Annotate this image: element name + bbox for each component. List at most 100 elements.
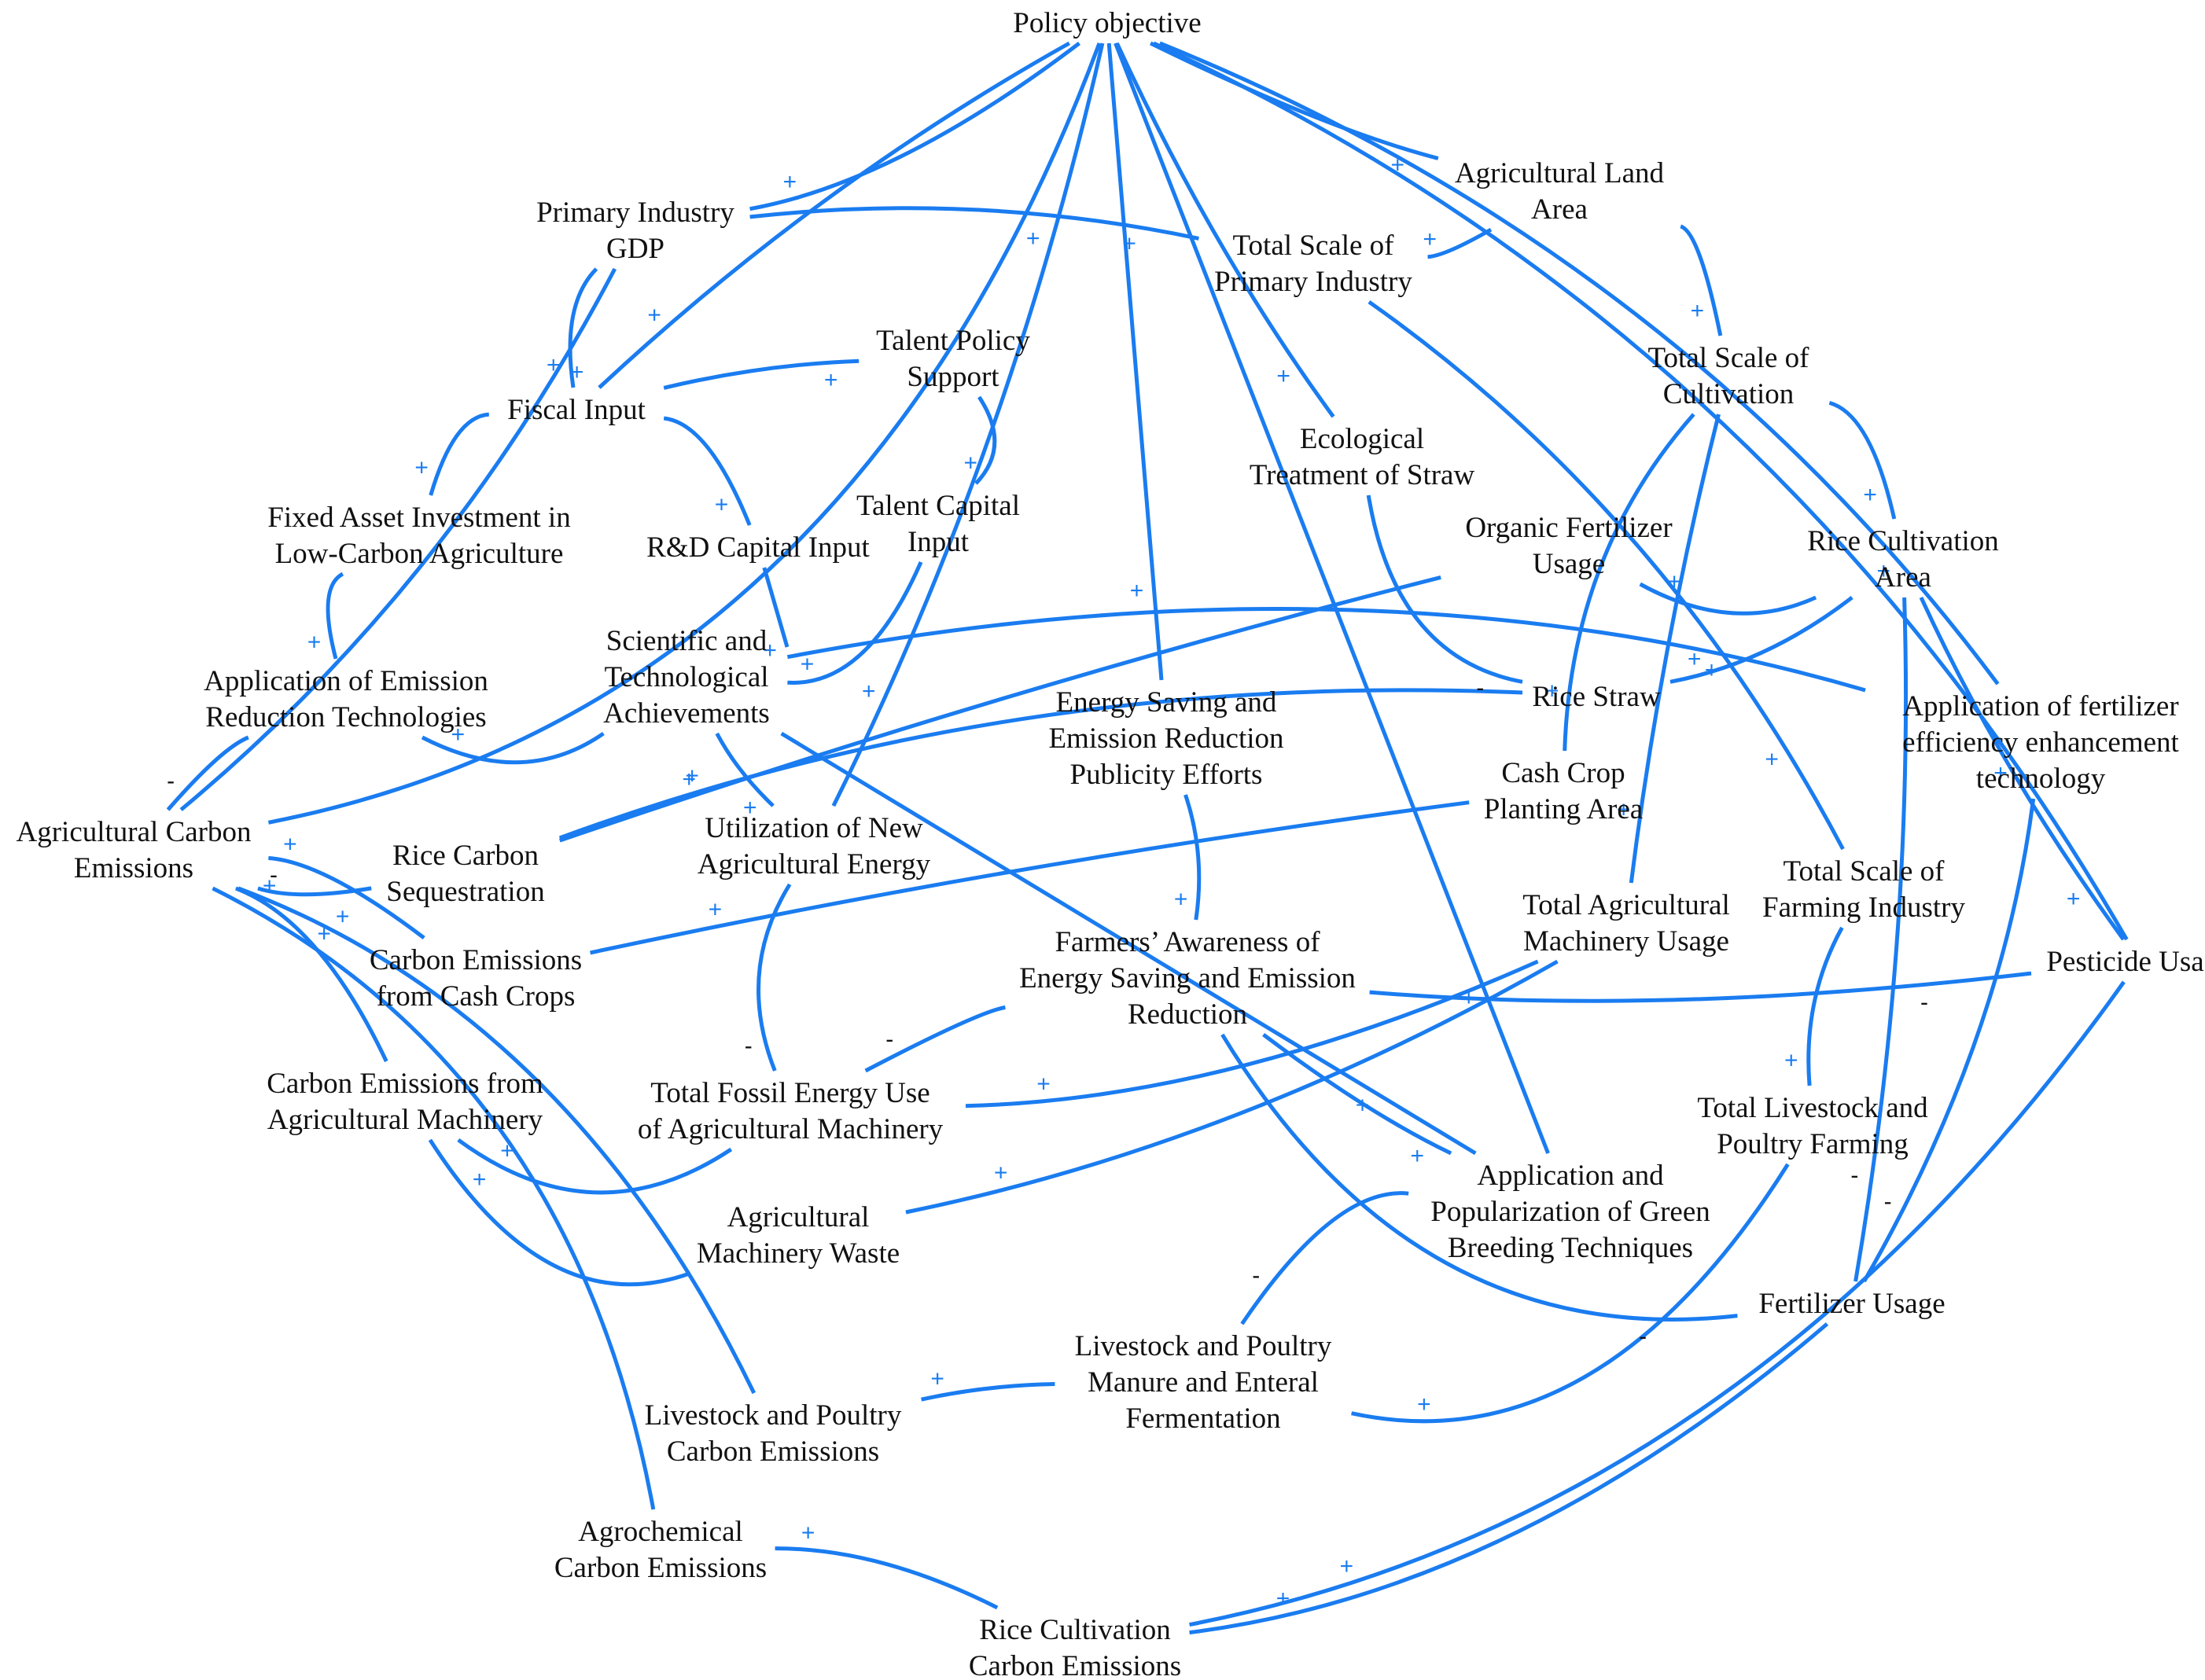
link-sci-tech-to-app-emission [421, 731, 605, 765]
node-label-line: Usage [1533, 548, 1605, 580]
polarity-label: + [964, 450, 978, 476]
polarity-label: + [1863, 482, 1877, 508]
svg-text:R&D Capital Input: R&D Capital Input [646, 531, 870, 564]
node-label-line: of Agricultural Machinery [638, 1113, 944, 1145]
link-rd-to-sci-tech [762, 567, 790, 648]
node-label-line: Total Scale of [1233, 230, 1395, 262]
node-label-line: R&D Capital Input [646, 531, 870, 564]
link-sci-tech-to-fert-eff [786, 607, 1866, 693]
polarity-label: - [1920, 990, 1928, 1016]
link-fiscal-to-talent-policy [663, 358, 860, 390]
polarity-label: + [824, 367, 838, 393]
link-total-scale-cult-to-rice-area [1828, 400, 1897, 520]
node-label-line: Fixed Asset Investment in [267, 502, 570, 534]
svg-text:Fertilizer Usage: Fertilizer Usage [1758, 1288, 1945, 1320]
polarity-label: + [1340, 1553, 1354, 1579]
polarity-label: + [283, 832, 297, 858]
link-policy-to-fiscal [598, 41, 1071, 389]
node-label-line: Livestock and Poultry [645, 1399, 902, 1432]
link-app-emission-to-ag-carbon [166, 735, 249, 811]
node-label-line: Machinery Waste [697, 1237, 900, 1270]
link-talent-policy-to-talent-capital [974, 395, 997, 485]
node-label-line: Carbon Emissions [667, 1436, 879, 1468]
svg-text:Policy objective: Policy objective [1013, 7, 1201, 39]
polarity-label: - [1476, 675, 1484, 701]
polarity-label: + [783, 169, 797, 195]
link-rice-area-to-organic-fert [1639, 582, 1817, 616]
node-label-line: Agricultural [727, 1201, 870, 1233]
polarity-label: + [500, 1138, 514, 1164]
node-label-line: Rice Straw [1532, 681, 1661, 713]
node-label-line: Total Livestock and [1697, 1092, 1928, 1124]
node-label-line: Livestock and Poultry [1075, 1330, 1332, 1362]
node-label-line: Energy Saving and [1056, 686, 1277, 719]
link-energy-publicity-to-farmers-aware [1183, 794, 1202, 921]
link-total-scale-cult-to-cash-crop-area [1563, 413, 1695, 752]
node-label-line: Achievements [603, 697, 770, 730]
node-label-line: Fermentation [1125, 1402, 1280, 1435]
node-label-line: Application of Emission [204, 665, 488, 697]
node-label-line: Agricultural Machinery [267, 1104, 543, 1136]
polarity-label: + [743, 795, 757, 821]
node-label-line: Poultry Farming [1717, 1128, 1909, 1160]
link-ag-carbon-to-primary-gdp [179, 267, 617, 811]
link-machinery-waste-to-machinery-carbon [428, 1138, 691, 1287]
svg-text:Fiscal Input: Fiscal Input [507, 394, 646, 426]
link-new-energy-to-fossil [756, 883, 792, 1072]
polarity-label: + [451, 722, 466, 748]
polarity-label: + [307, 629, 322, 655]
polarity-label: + [263, 873, 277, 899]
link-talent-capital-to-sci-tech [786, 561, 923, 685]
node-label-line: Input [907, 526, 970, 558]
polarity-label: + [1765, 747, 1779, 773]
node-fiscal: Fiscal Input [507, 394, 646, 426]
link-rice-area-to-rice-straw [1669, 596, 1853, 684]
node-label-line: Cash Crop [1501, 757, 1625, 789]
polarity-label: + [1411, 1143, 1425, 1169]
link-fert-eff-to-fertilizer [1862, 798, 2036, 1283]
polarity-label: + [2067, 886, 2081, 912]
node-pesticide: Pesticide Usage [2046, 946, 2205, 978]
link-eco-straw-to-rice-straw [1366, 494, 1523, 684]
node-label-line: Agricultural Land [1455, 157, 1665, 189]
node-label-line: Area [1531, 193, 1588, 226]
link-livestock-carbon-to-ag-carbon [237, 886, 756, 1395]
link-fixed-asset-to-app-emission [326, 572, 344, 660]
link-organic-fert-to-rice-seq [558, 575, 1441, 843]
node-label-line: Breeding Techniques [1448, 1232, 1693, 1264]
node-label-line: Emission Reduction [1048, 722, 1283, 755]
node-label-line: Area [1875, 561, 1931, 594]
link-total-scale-primary-to-total-farming [1368, 300, 1845, 851]
polarity-label: + [1026, 226, 1040, 252]
node-fertilizer: Fertilizer Usage [1758, 1288, 1945, 1320]
polarity-label: + [414, 455, 429, 481]
polarity-label: + [930, 1366, 944, 1392]
polarity-label: + [715, 491, 729, 517]
node-label-line: Publicity Efforts [1070, 759, 1263, 791]
